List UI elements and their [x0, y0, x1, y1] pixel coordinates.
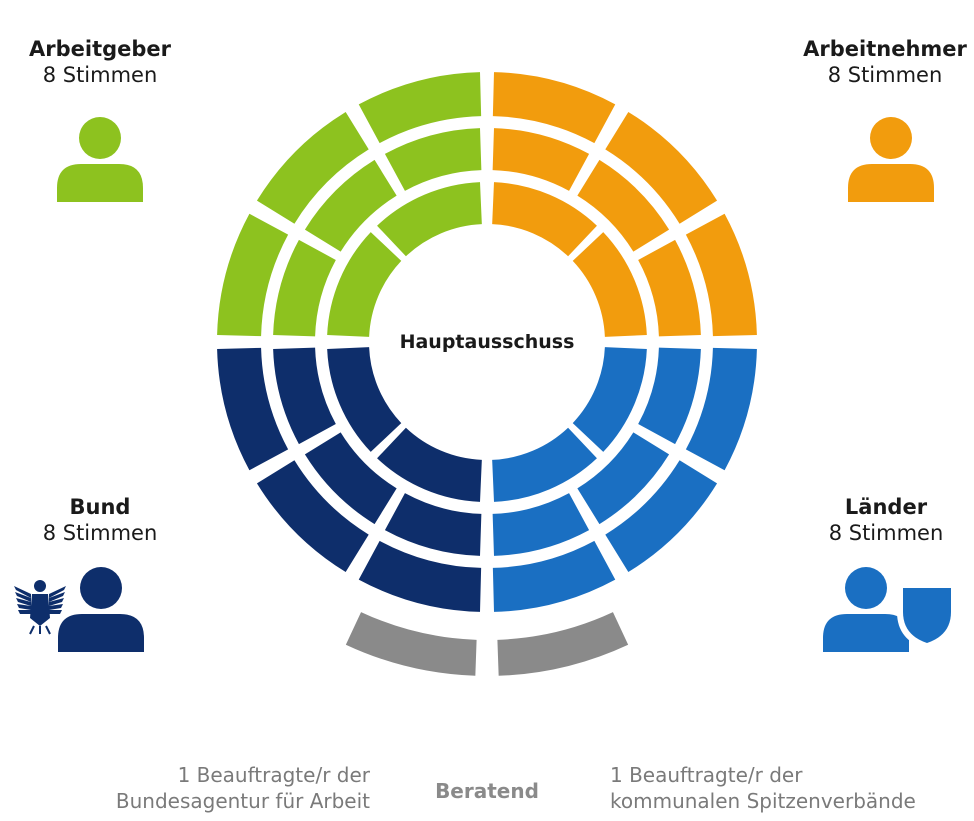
seats-laender	[492, 347, 757, 612]
advisory-left-line-2: Bundesagentur für Arbeit	[115, 789, 370, 813]
group-arbeitnehmer: Arbeitnehmer 8 Stimmen	[800, 36, 970, 89]
seat-laender-2-2	[577, 432, 670, 525]
seat-arbeitnehmer-3-1	[492, 72, 616, 144]
group-bund-title: Bund	[69, 495, 131, 519]
seats-arbeitgeber	[217, 72, 482, 337]
seat-arbeitnehmer-2-3	[638, 239, 701, 337]
seat-laender-3-1	[685, 347, 757, 471]
seat-arbeitnehmer-3-3	[685, 213, 757, 337]
group-laender: Länder 8 Stimmen	[806, 494, 966, 547]
bund-person-icon	[58, 567, 144, 652]
seats-bund	[217, 347, 482, 612]
group-bund-votes: 8 Stimmen	[42, 521, 158, 546]
seat-arbeitgeber-3-1	[217, 213, 289, 337]
seat-bund-2-2	[304, 432, 397, 525]
seat-bund-2-3	[273, 347, 336, 445]
seat-laender-3-2	[605, 460, 718, 573]
seat-laender-3-3	[492, 540, 616, 612]
seat-laender-1-2	[492, 427, 597, 502]
seat-arbeitgeber-2-1	[273, 239, 336, 337]
advisory-label: Beratend	[435, 779, 539, 803]
group-arbeitgeber: Arbeitgeber 8 Stimmen	[20, 36, 180, 89]
seat-laender-2-1	[638, 347, 701, 445]
group-arbeitgeber-votes: 8 Stimmen	[42, 63, 158, 88]
seat-laender-1-1	[572, 347, 647, 452]
seat-arbeitgeber-2-2	[304, 159, 397, 252]
federal-eagle-icon	[14, 580, 66, 635]
advisory-right-line-2: kommunalen Spitzenverbände	[610, 789, 916, 813]
seat-arbeitgeber-3-3	[358, 72, 482, 144]
shield-icon	[897, 582, 957, 650]
seat-bund-3-1	[358, 540, 482, 612]
advisory-left-line-1: 1 Beauftragte/r der	[177, 763, 370, 787]
group-arbeitnehmer-title: Arbeitnehmer	[803, 37, 967, 61]
arbeitgeber-person-icon	[57, 117, 143, 202]
seat-arbeitnehmer-2-1	[492, 128, 590, 191]
seat-bund-3-2	[256, 460, 369, 573]
advisory-right-line-1: 1 Beauftragte/r der	[610, 763, 803, 787]
group-arbeitgeber-title: Arbeitgeber	[28, 37, 172, 61]
seat-arbeitgeber-1-2	[377, 182, 482, 257]
group-arbeitnehmer-votes: 8 Stimmen	[827, 63, 943, 88]
seat-arbeitgeber-2-3	[384, 128, 482, 191]
seat-arbeitnehmer-3-2	[605, 111, 718, 224]
seat-arbeitnehmer-1-1	[492, 182, 597, 257]
group-bund: Bund 8 Stimmen	[20, 494, 180, 547]
laender-person-icon	[823, 567, 909, 652]
seat-laender-2-3	[492, 493, 590, 556]
center-label: Hauptausschuss	[400, 331, 575, 353]
advisory-right-text: 1 Beauftragte/r der kommunalen Spitzenve…	[610, 762, 970, 814]
seat-bund-1-1	[377, 427, 482, 502]
seats-arbeitnehmer	[492, 72, 757, 337]
advisory-left-text: 1 Beauftragte/r der Bundesagentur für Ar…	[60, 762, 370, 814]
seat-arbeitgeber-3-2	[256, 111, 369, 224]
advisory-seats	[345, 612, 629, 676]
seat-bund-3-3	[217, 347, 289, 471]
advisory-seat-left	[345, 612, 477, 676]
group-laender-title: Länder	[844, 495, 928, 519]
seat-arbeitgeber-1-1	[327, 232, 402, 337]
seat-arbeitnehmer-1-2	[572, 232, 647, 337]
arbeitnehmer-person-icon	[848, 117, 934, 202]
advisory-seat-right	[497, 612, 629, 676]
seat-bund-1-2	[327, 347, 402, 452]
seat-arbeitnehmer-2-2	[577, 159, 670, 252]
group-laender-votes: 8 Stimmen	[828, 521, 944, 546]
seat-bund-2-1	[384, 493, 482, 556]
